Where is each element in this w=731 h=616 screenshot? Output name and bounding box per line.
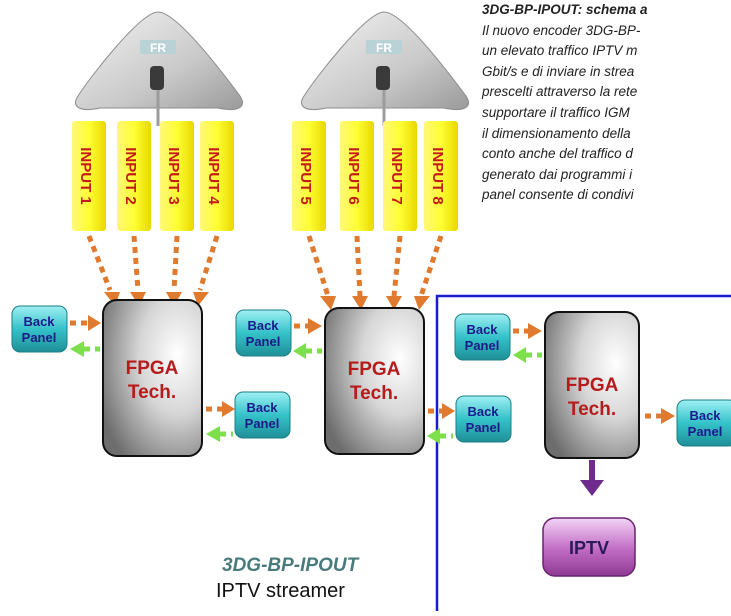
caption-line-7: conto anche del traffico d [482,146,633,162]
orange-side-arrows [70,320,661,419]
input-label-5: INPUT 5 [297,147,314,205]
back-panel-2-line2: Panel [245,416,280,431]
input-label-6: INPUT 6 [345,147,362,205]
input-arrows [86,235,444,297]
input-box-8: INPUT 8 [424,121,458,231]
fpga-block-2: FPGA Tech. [324,307,425,455]
back-panel-2-line1: Back [246,400,278,415]
iptv-box: IPTV [542,517,636,577]
caption-line-3: Gbit/s e di inviare in strea [482,63,635,79]
input-label-8: INPUT 8 [429,147,446,205]
orange-side-arrowheads [88,315,675,424]
fpga-2-line2: Tech. [350,383,398,404]
encoder-frame [435,294,731,616]
caption-line-4: prescelti attraverso la rete [482,84,638,100]
iptv-label: IPTV [569,538,609,558]
back-panel-4: Back Panel [455,395,512,443]
caption-block: 3DG-BP-IPOUT: schema a Il nuovo encoder … [482,0,731,206]
dish-logo-1: FR [150,41,166,55]
back-panel-5-line1: Back [466,322,498,337]
back-panel-2: Back Panel [234,391,291,439]
back-panel-5-line2: Panel [465,338,500,353]
caption-line-8: generato dai programmi i [482,166,633,182]
green-side-arrowheads [70,341,526,444]
back-panel-1-line1: Back [23,314,55,329]
input-box-5: INPUT 5 [292,121,326,231]
back-panel-5: Back Panel [454,313,511,361]
back-panel-4-line2: Panel [466,420,501,435]
caption-title: 3DG-BP-IPOUT: schema a [482,2,648,17]
input-label-2: INPUT 2 [122,147,139,205]
product-name: 3DG-BP-IPOUT [222,555,359,576]
back-panel-1: Back Panel [11,305,68,353]
back-panel-3-line2: Panel [246,334,281,349]
fpga-3-line1: FPGA [566,375,619,396]
fpga-2-line1: FPGA [348,359,401,380]
input-box-3: INPUT 3 [160,121,194,231]
input-box-4: INPUT 4 [200,121,234,231]
fpga-block-3: FPGA Tech. [544,311,640,459]
back-panel-6-line2: Panel [688,424,723,439]
caption-line-6: il dimensionamento della [482,125,631,141]
input-box-6: INPUT 6 [340,121,374,231]
fpga-3-line2: Tech. [568,399,616,420]
iptv-arrow [580,460,604,496]
back-panel-3: Back Panel [235,309,292,357]
product-description: IPTV streamer [216,580,345,602]
input-label-4: INPUT 4 [205,147,222,205]
input-box-7: INPUT 7 [383,121,417,231]
back-panel-6: Back Panel [676,399,731,447]
caption-line-2: un elevato traffico IPTV m [482,43,638,59]
caption-line-9: panel consente di condivi [482,187,634,203]
back-panel-3-line1: Back [247,318,279,333]
fpga-block-1: FPGA Tech. [102,299,203,457]
dish-logo-2: FR [376,41,392,55]
input-box-2: INPUT 2 [117,121,151,231]
fpga-1-line2: Tech. [128,382,176,403]
input-label-7: INPUT 7 [388,147,405,205]
input-label-1: INPUT 1 [77,147,94,205]
fpga-1-line1: FPGA [126,358,179,379]
satellite-dish-2: FR [301,11,469,126]
input-box-1: INPUT 1 [72,121,106,231]
input-label-3: INPUT 3 [165,147,182,205]
caption-line-5: supportare il traffico IGM [482,104,630,120]
satellite-dish-1: FR [75,11,243,126]
caption-line-1: Il nuovo encoder 3DG-BP- [482,22,641,38]
back-panel-6-line1: Back [689,408,721,423]
back-panel-1-line2: Panel [22,330,57,345]
green-side-arrows [84,346,542,439]
back-panel-4-line1: Back [467,404,499,419]
